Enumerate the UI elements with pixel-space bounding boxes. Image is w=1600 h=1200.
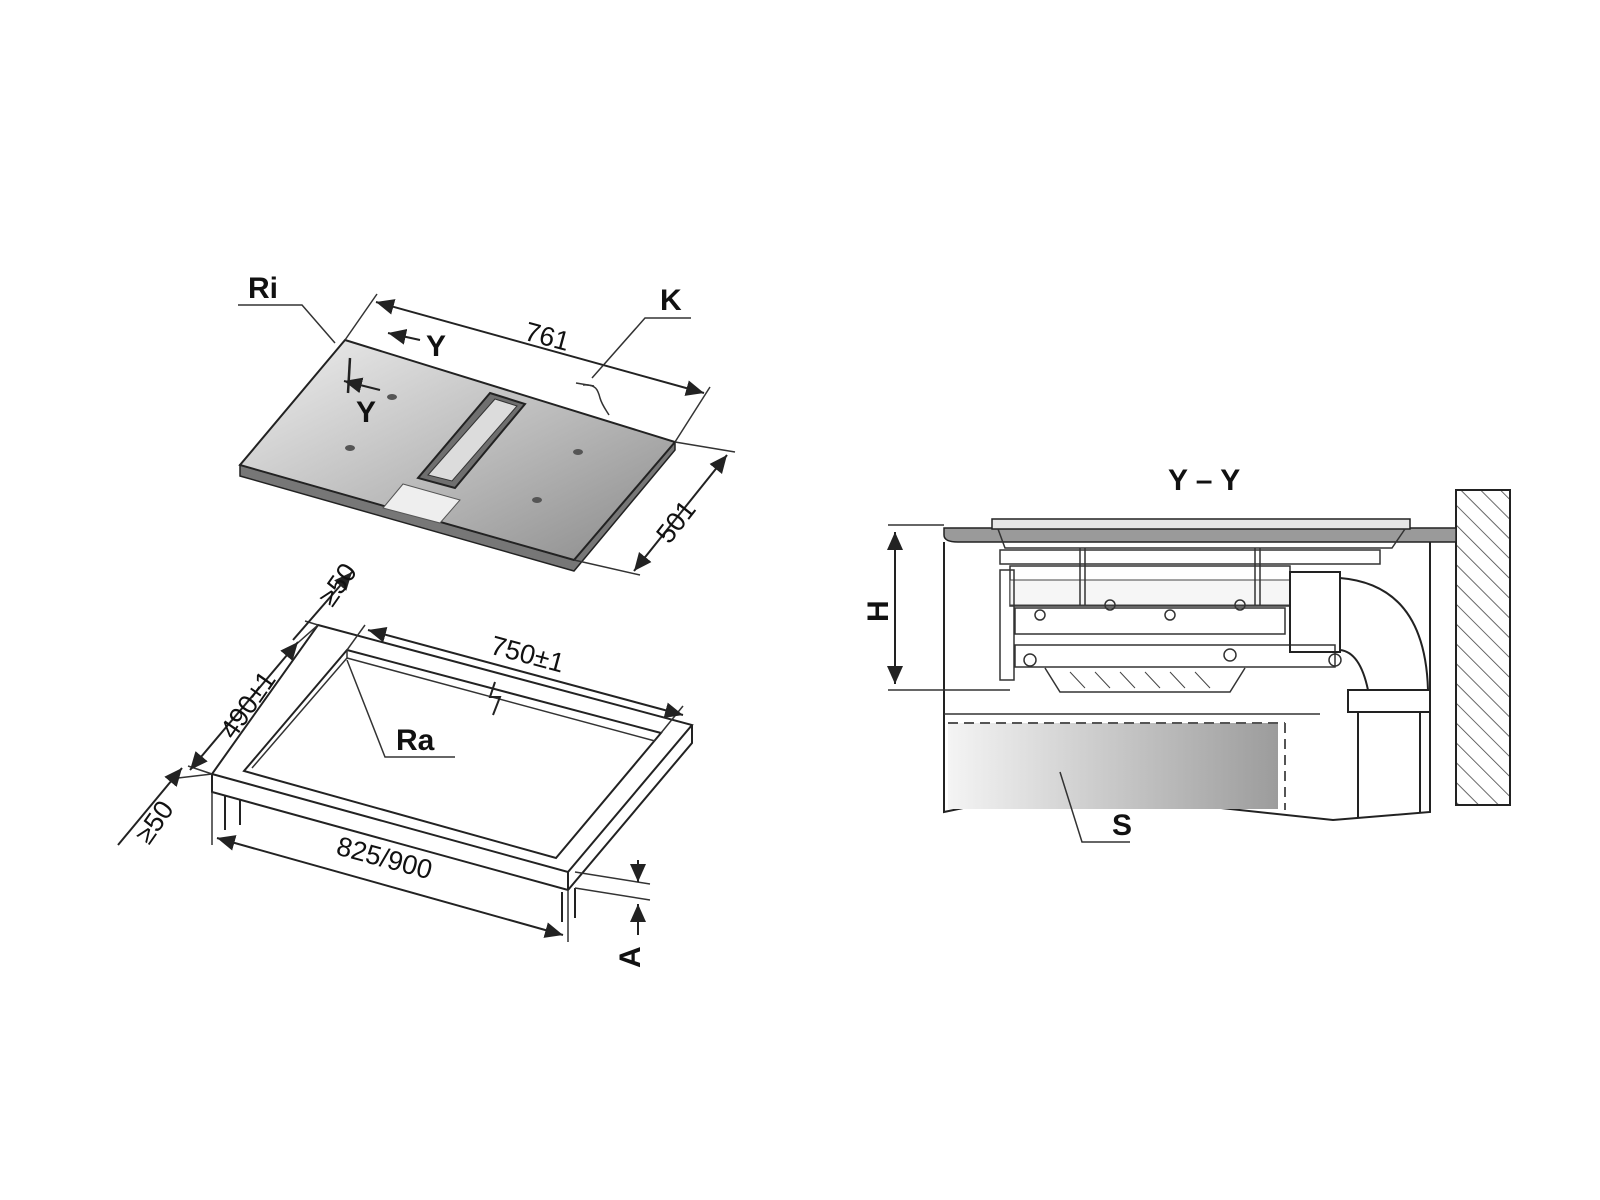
- air-duct: [1289, 571, 1431, 818]
- hob-view: 761 501 Ri K Y Y: [238, 272, 736, 576]
- extractor-slot-inner: [427, 398, 518, 482]
- hob-dot: [345, 445, 355, 451]
- dim-cutout-width: 750±1: [487, 630, 567, 678]
- label-y-left: Y: [356, 396, 376, 429]
- section-title: Y – Y: [1168, 464, 1240, 497]
- section-view: Y – Y: [862, 464, 1511, 843]
- hob-glass: [991, 518, 1411, 530]
- label-ra: Ra: [396, 724, 435, 757]
- label-s: S: [1112, 809, 1132, 842]
- label-ri: Ri: [248, 272, 278, 305]
- power-cable: [582, 384, 610, 416]
- extraction-unit: [999, 548, 1381, 693]
- hob-dot: [532, 497, 542, 503]
- drawer: [948, 723, 1278, 809]
- control-panel: [382, 483, 461, 524]
- dim-clearance-back: ≥50: [313, 558, 363, 612]
- label-a: A: [614, 946, 647, 968]
- dim-clearance-front: ≥50: [129, 795, 179, 849]
- dim-hob-width: 761: [522, 316, 573, 357]
- cutout-view: ≥50 750±1 490±1 ≥50 825/900 A Ra: [117, 558, 694, 968]
- worktop: [943, 527, 1457, 543]
- wall: [1455, 489, 1511, 806]
- label-h: H: [862, 600, 895, 622]
- hob-dot: [573, 449, 583, 455]
- label-k: K: [660, 284, 682, 317]
- hob-dot: [387, 394, 397, 400]
- label-y-top: Y: [426, 330, 446, 363]
